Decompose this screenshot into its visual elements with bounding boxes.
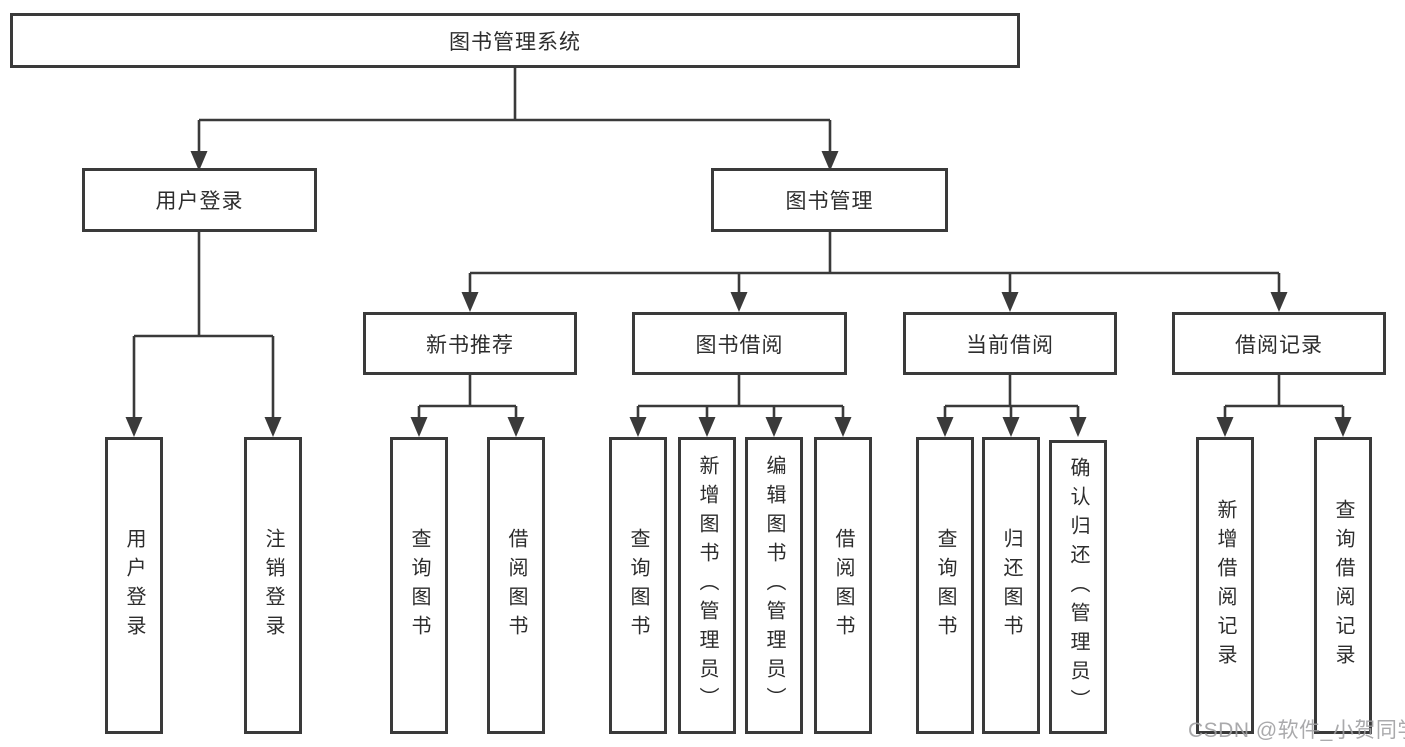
node-leaf-confirm-return-admin: 确认归还（管理员）	[1049, 440, 1107, 734]
leaf-label: 借阅图书	[505, 527, 527, 644]
leaf-label: 注销登录	[262, 527, 284, 644]
node-leaf-logout: 注销登录	[244, 437, 302, 734]
leaf-label: 查询图书	[627, 527, 649, 644]
leaf-label: 借阅图书	[832, 527, 854, 644]
leaf-label: 查询借阅记录	[1332, 498, 1354, 673]
node-leaf-query-book-2: 查询图书	[609, 437, 667, 734]
node-leaf-user-login: 用户登录	[105, 437, 163, 734]
node-leaf-add-book-admin: 新增图书（管理员）	[678, 437, 736, 734]
node-leaf-query-book-1: 查询图书	[390, 437, 448, 734]
node-leaf-borrow-book-1: 借阅图书	[487, 437, 545, 734]
node-leaf-borrow-book-2: 借阅图书	[814, 437, 872, 734]
node-new-book-recommend: 新书推荐	[363, 312, 577, 375]
node-leaf-return-book: 归还图书	[982, 437, 1040, 734]
node-root: 图书管理系统	[10, 13, 1020, 68]
node-book-management: 图书管理	[711, 168, 948, 232]
node-leaf-add-borrow-record: 新增借阅记录	[1196, 437, 1254, 734]
node-leaf-query-book-3: 查询图书	[916, 437, 974, 734]
leaf-label: 用户登录	[123, 527, 145, 644]
node-leaf-query-borrow-record: 查询借阅记录	[1314, 437, 1372, 734]
leaf-label: 确认归还（管理员）	[1067, 456, 1089, 718]
node-user-login: 用户登录	[82, 168, 317, 232]
node-current-borrow: 当前借阅	[903, 312, 1117, 375]
csdn-watermark: CSDN @软件_小贺同学	[1188, 719, 1405, 742]
leaf-label: 新增图书（管理员）	[696, 455, 718, 716]
node-borrow-record: 借阅记录	[1172, 312, 1386, 375]
leaf-label: 新增借阅记录	[1214, 498, 1236, 673]
node-book-borrow: 图书借阅	[632, 312, 847, 375]
leaf-label: 查询图书	[934, 527, 956, 644]
leaf-label: 编辑图书（管理员）	[763, 455, 785, 716]
node-leaf-edit-book-admin: 编辑图书（管理员）	[745, 437, 803, 734]
leaf-label: 归还图书	[1000, 527, 1022, 644]
leaf-label: 查询图书	[408, 527, 430, 644]
